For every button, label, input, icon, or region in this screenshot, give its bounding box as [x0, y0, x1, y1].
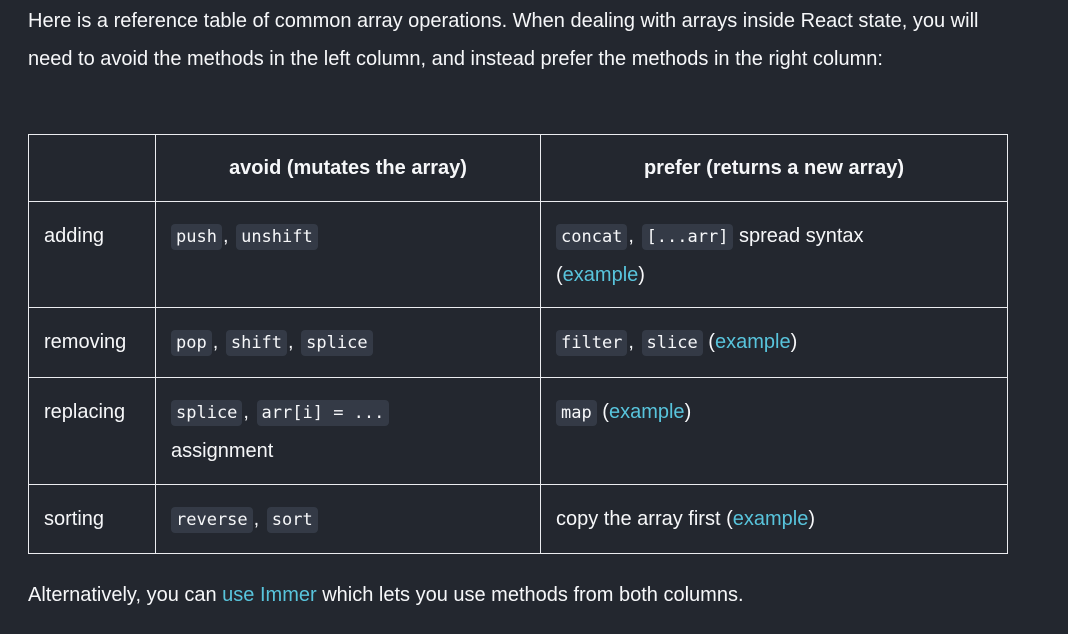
row-label-replacing: replacing — [28, 377, 156, 485]
paren-close: ) — [684, 401, 692, 423]
header-prefer: prefer (returns a new array) — [540, 134, 1008, 202]
avoid-cell-sorting: reverse, sort — [155, 484, 541, 554]
code-slice: slice — [641, 330, 703, 356]
paren-close: ) — [790, 331, 798, 353]
avoid-cell-removing: pop, shift, splice — [155, 307, 541, 378]
outro-before: Alternatively, you can — [28, 584, 223, 606]
example-link-removing[interactable]: example — [714, 331, 791, 353]
prefer-text-copy-array: copy the array first — [556, 508, 721, 530]
prefer-cell-adding: concat, [...arr] spread syntax (example) — [540, 201, 1008, 308]
outro-after: which lets you use methods from both col… — [316, 584, 744, 606]
paren-close: ) — [808, 508, 816, 530]
example-link-adding[interactable]: example — [562, 264, 639, 286]
code-sort: sort — [266, 507, 318, 533]
assignment-text: assignment — [171, 440, 274, 462]
paren-open: ( — [602, 401, 609, 423]
header-empty — [28, 134, 156, 202]
table-row: sorting reverse, sort copy the array fir… — [28, 484, 1008, 554]
avoid-cell-replacing: splice, arr[i] = ... assignment — [155, 377, 541, 485]
row-label-adding: adding — [28, 201, 156, 308]
table-row: adding push, unshift concat, [...arr] sp… — [28, 201, 1008, 308]
row-label-removing: removing — [28, 307, 156, 378]
code-push: push — [171, 224, 222, 250]
paren-close: ) — [638, 264, 645, 286]
prefer-cell-removing: filter, slice (example) — [540, 307, 1008, 378]
code-spread-arr: [...arr] — [641, 224, 734, 250]
row-label-sorting: sorting — [28, 484, 156, 554]
code-reverse: reverse — [171, 507, 253, 533]
outro-paragraph: Alternatively, you can use Immer which l… — [28, 576, 744, 614]
code-splice: splice — [171, 400, 243, 426]
article-content: Here is a reference table of common arra… — [28, 0, 1028, 606]
table-header-row: avoid (mutates the array) prefer (return… — [28, 134, 1008, 202]
paren-open: ( — [556, 264, 563, 286]
code-concat: concat — [556, 224, 628, 250]
use-immer-link[interactable]: use Immer — [222, 584, 317, 606]
code-filter: filter — [556, 330, 628, 356]
paren-open: ( — [726, 508, 733, 530]
prefer-cell-sorting: copy the array first (example) — [540, 484, 1008, 554]
table-row: replacing splice, arr[i] = ... assignmen… — [28, 377, 1008, 485]
prefer-cell-replacing: map (example) — [540, 377, 1008, 485]
code-pop: pop — [171, 330, 212, 356]
intro-paragraph: Here is a reference table of common arra… — [28, 10, 979, 70]
example-link-replacing[interactable]: example — [608, 401, 685, 423]
code-arr-index-assign: arr[i] = ... — [256, 400, 390, 426]
array-operations-table: avoid (mutates the array) prefer (return… — [28, 134, 1008, 554]
code-map: map — [556, 400, 597, 426]
code-shift: shift — [225, 330, 288, 356]
code-unshift: unshift — [236, 224, 318, 250]
avoid-cell-adding: push, unshift — [155, 201, 541, 308]
header-avoid: avoid (mutates the array) — [155, 134, 541, 202]
prefer-text-spread-syntax: spread syntax — [739, 225, 864, 247]
table-row: removing pop, shift, splice filter, slic… — [28, 307, 1008, 378]
paren-open: ( — [708, 331, 715, 353]
example-link-sorting[interactable]: example — [732, 508, 809, 530]
code-splice: splice — [301, 330, 373, 356]
